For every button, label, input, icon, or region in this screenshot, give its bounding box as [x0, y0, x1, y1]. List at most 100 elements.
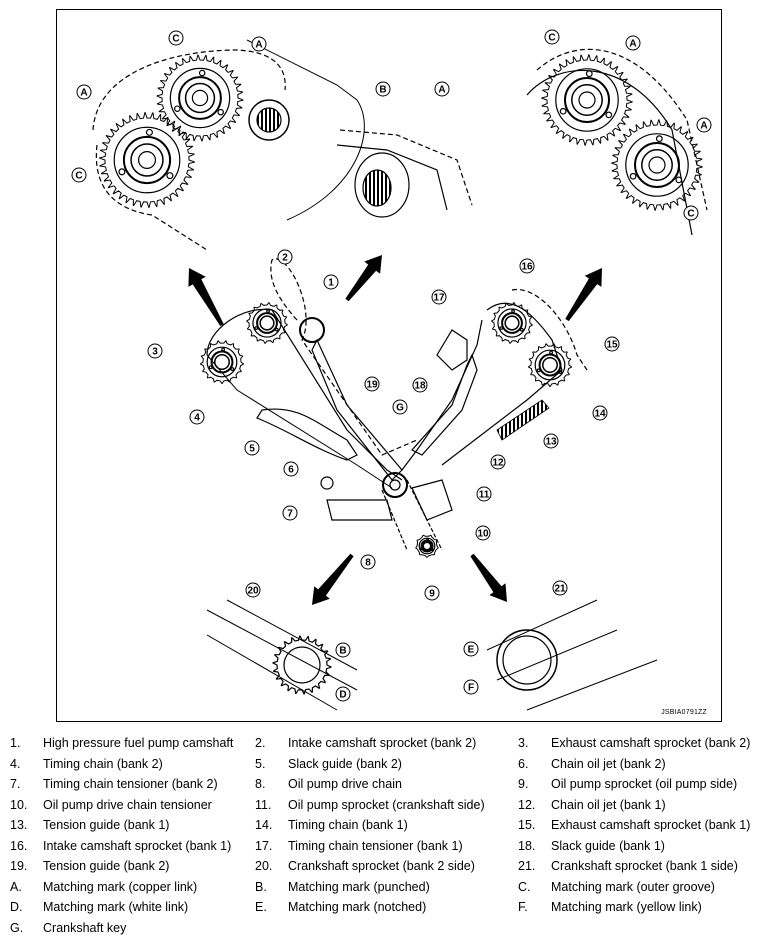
callout-9: 9	[424, 585, 440, 601]
direction-arrow	[565, 268, 602, 322]
sprocket-bolt-hole	[254, 326, 259, 330]
sprocket-bolt-hole	[174, 105, 181, 112]
direction-arrow	[345, 255, 382, 302]
callout-label: 1	[328, 278, 334, 289]
legend-key: 6.	[518, 756, 529, 771]
callout-circle	[683, 205, 699, 221]
callout-circle	[375, 81, 391, 97]
callout-circle	[245, 582, 261, 598]
legend-text: Tension guide (bank 1)	[43, 818, 170, 832]
sprocket-bolt-hole	[145, 128, 153, 136]
sprocket-center	[191, 89, 209, 107]
callout-circle	[543, 433, 559, 449]
arrow-to-top-left-detail	[188, 268, 224, 326]
arrow-to-bottom-left-detail	[312, 553, 354, 605]
callout-19: 19	[364, 376, 380, 392]
sprocket-hub	[256, 312, 278, 334]
legend-text: Matching mark (copper link)	[43, 879, 198, 894]
callout-D: D	[335, 686, 351, 702]
legend-key: F.	[518, 900, 528, 914]
leader-line	[291, 465, 342, 469]
callout-A: A	[434, 81, 450, 97]
legend-key: 8.	[255, 777, 266, 791]
legend-key: D.	[10, 900, 23, 914]
sprocket-bolt-hole	[558, 370, 563, 375]
callout-8: 8	[360, 554, 376, 570]
sprocket-bore	[542, 357, 558, 373]
sprocket-teeth	[528, 343, 572, 387]
chain-outline	[206, 599, 358, 711]
crankshaft-key-hub	[389, 479, 401, 491]
callout-label: C	[172, 34, 179, 45]
callout-C: C	[71, 167, 87, 183]
legend-key: E.	[255, 900, 267, 914]
callout-10: 10	[475, 525, 491, 541]
callout-1: 1	[323, 274, 339, 290]
sprocket-bolt-hole	[549, 350, 554, 355]
callout-label: A	[629, 39, 636, 50]
sprocket-body	[169, 67, 231, 129]
chain-outline	[246, 39, 365, 221]
callout-C: C	[544, 29, 560, 45]
callout-circle	[364, 376, 380, 392]
callout-circle	[277, 249, 293, 265]
callout-circle	[424, 585, 440, 601]
intake-camshaft-sprocket-bank2	[246, 302, 288, 344]
callout-label: 3	[152, 347, 158, 358]
callout-circle	[490, 454, 506, 470]
leader-line	[197, 390, 245, 417]
sprocket-bolt-hole	[166, 172, 174, 180]
sprocket-center	[578, 91, 596, 109]
callout-circle	[625, 35, 641, 51]
chain-outline	[95, 144, 208, 251]
sprocket-teeth	[200, 340, 244, 384]
bracket	[326, 499, 393, 521]
callout-15: 15	[604, 336, 620, 352]
sprocket-bolt-hole	[511, 309, 515, 314]
legend-text: Timing chain (bank 1)	[288, 818, 408, 832]
callout-label: C	[687, 209, 694, 220]
sprocket-bolt-hole	[198, 69, 206, 77]
sprocket-body	[555, 68, 619, 132]
sprocket-bore	[214, 354, 230, 370]
legend-key: 18.	[518, 838, 536, 853]
exhaust-camshaft-sprocket-bank2	[200, 340, 244, 384]
callout-label: E	[468, 645, 475, 656]
legend-text: Intake camshaft sprocket (bank 2)	[288, 736, 477, 750]
sprocket-hub	[210, 350, 234, 374]
slack-guide-bank1	[411, 353, 478, 456]
legend-key: 16.	[10, 838, 28, 853]
sprocket-teeth	[491, 302, 533, 344]
fuel-pump-camshaft	[299, 317, 325, 343]
arrow-to-bottom-right-detail	[470, 553, 507, 602]
sprocket-bolt-hole	[585, 70, 593, 78]
sprocket-bore	[130, 143, 164, 177]
crankshaft-sprocket-bank1-bore	[502, 635, 552, 685]
legend-key: 17.	[255, 838, 273, 853]
callout-label: 11	[479, 490, 490, 501]
sprocket-hub	[538, 353, 562, 377]
legend-text: Timing chain (bank 2)	[43, 756, 163, 771]
callout-17: 17	[431, 289, 447, 305]
sprocket-detail-intake-bank2	[156, 54, 244, 142]
legend-key: 21.	[518, 859, 536, 873]
legend-text: Matching mark (outer groove)	[551, 879, 715, 894]
legend-text: Oil pump sprocket (crankshaft side)	[288, 797, 485, 812]
callout-13: 13	[543, 433, 559, 449]
callout-E: E	[463, 641, 479, 657]
callout-label: F	[468, 683, 474, 694]
chain-outline	[336, 144, 448, 211]
legend-key: 9.	[518, 777, 529, 791]
legend-text: Oil pump drive chain tensioner	[43, 797, 212, 812]
direction-arrow	[188, 268, 224, 326]
legend-key: 1.	[10, 736, 21, 750]
callout-label: 13	[545, 437, 557, 448]
callout-circle	[323, 274, 339, 290]
oil-pump-sprocket-oil-pump-side	[415, 534, 439, 558]
crankshaft-sprocket-bank2-detail	[272, 635, 332, 695]
leader-line	[368, 520, 397, 562]
sprocket-bolt-hole	[605, 111, 613, 119]
callout-label: 8	[365, 558, 371, 569]
callout-3: 3	[147, 343, 163, 359]
